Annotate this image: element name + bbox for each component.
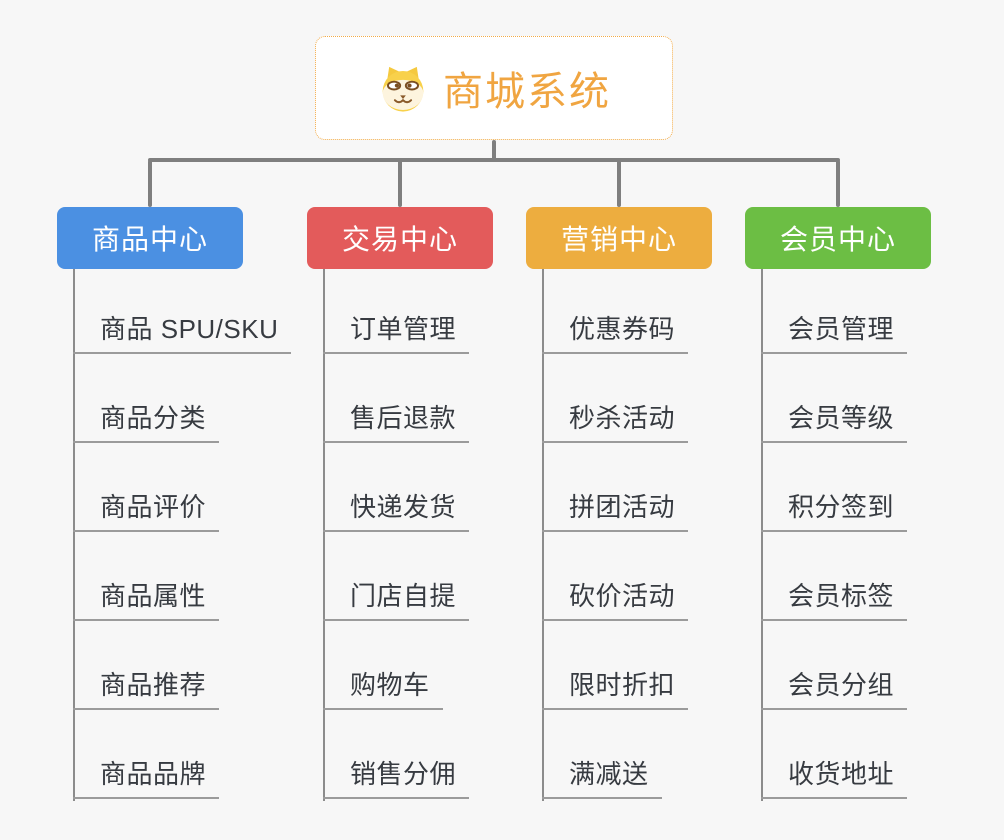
connector-drop-trade [398,160,402,207]
connector-horizontal [148,158,840,162]
child-node[interactable]: 门店自提 [323,581,470,621]
child-node[interactable]: 商品 SPU/SKU [73,314,292,354]
connector-spine-trade [323,269,325,801]
child-node[interactable]: 会员分组 [761,670,908,710]
child-node[interactable]: 收货地址 [761,759,908,799]
child-node[interactable]: 销售分佣 [323,759,470,799]
doge-icon [382,66,424,112]
child-node[interactable]: 砍价活动 [542,581,689,621]
child-node[interactable]: 商品属性 [73,581,220,621]
child-node[interactable]: 商品品牌 [73,759,220,799]
child-node[interactable]: 积分签到 [761,492,908,532]
child-node[interactable]: 商品评价 [73,492,220,532]
child-node[interactable]: 限时折扣 [542,670,689,710]
root-title: 商城系统 [443,70,611,114]
connector-root-stub [492,140,496,160]
connector-spine-marketing [542,269,544,801]
child-node[interactable]: 满减送 [542,759,662,799]
child-node[interactable]: 会员管理 [761,314,908,354]
connector-drop-product [148,160,152,207]
branch-node-trade-center[interactable]: 交易中心 [307,207,493,269]
child-node[interactable]: 会员等级 [761,403,908,443]
connector-spine-member [761,269,763,801]
child-node[interactable]: 优惠券码 [542,314,689,354]
child-node[interactable]: 拼团活动 [542,492,689,532]
child-node[interactable]: 商品推荐 [73,670,220,710]
connector-drop-member [836,160,840,207]
child-node[interactable]: 商品分类 [73,403,220,443]
branch-node-product-center[interactable]: 商品中心 [57,207,243,269]
branch-node-marketing-center[interactable]: 营销中心 [526,207,712,269]
child-node[interactable]: 购物车 [323,670,443,710]
branch-node-member-center[interactable]: 会员中心 [745,207,931,269]
root-node[interactable]: 商城系统 [315,36,673,140]
child-node[interactable]: 秒杀活动 [542,403,689,443]
child-node[interactable]: 售后退款 [323,403,470,443]
connector-spine-product [73,269,75,801]
child-node[interactable]: 会员标签 [761,581,908,621]
connector-drop-marketing [617,160,621,207]
child-node[interactable]: 快递发货 [323,492,470,532]
child-node[interactable]: 订单管理 [323,314,470,354]
